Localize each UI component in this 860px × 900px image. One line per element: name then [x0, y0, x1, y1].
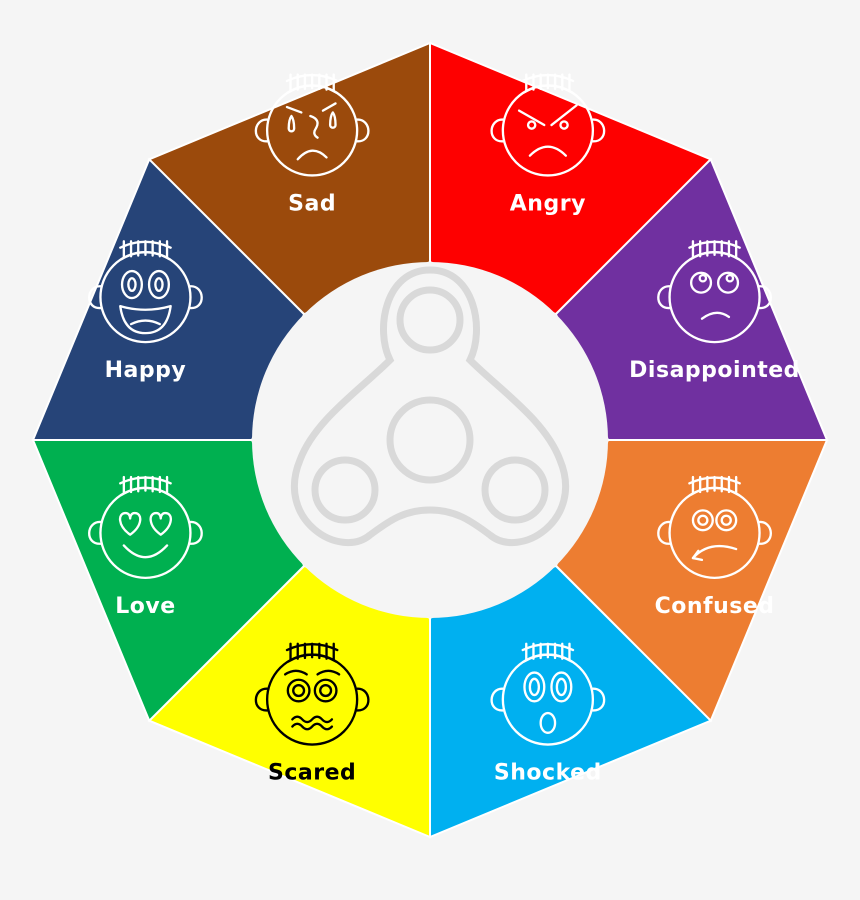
confused-face-icon — [657, 475, 772, 580]
segment-label: Scared — [268, 761, 356, 786]
segment-label: Sad — [288, 191, 336, 216]
shocked-face-icon — [490, 642, 606, 746]
segment-happy: Happy — [31, 157, 306, 441]
wheel-center — [252, 262, 608, 618]
segment-angry: Angry — [429, 41, 713, 316]
segment-label: Shocked — [494, 761, 602, 786]
disappointed-face-icon — [657, 240, 772, 344]
angry-face-icon — [490, 73, 606, 177]
fidget-spinner-icon — [290, 266, 570, 547]
love-face-icon — [88, 475, 203, 580]
segment-label: Love — [115, 594, 175, 619]
segment-confused: Confused — [554, 439, 829, 723]
segment-label: Confused — [655, 594, 775, 619]
segment-label: Happy — [105, 358, 187, 383]
segment-love: Love — [31, 439, 306, 723]
sad-face-icon — [254, 73, 370, 177]
happy-face-icon — [88, 240, 203, 344]
scared-face-icon — [254, 642, 370, 746]
segment-label: Disappointed — [629, 358, 800, 383]
segment-label: Angry — [510, 191, 586, 216]
center-disc — [252, 262, 608, 618]
segment-sad: Sad — [147, 41, 431, 316]
segment-shocked: Shocked — [429, 564, 713, 839]
